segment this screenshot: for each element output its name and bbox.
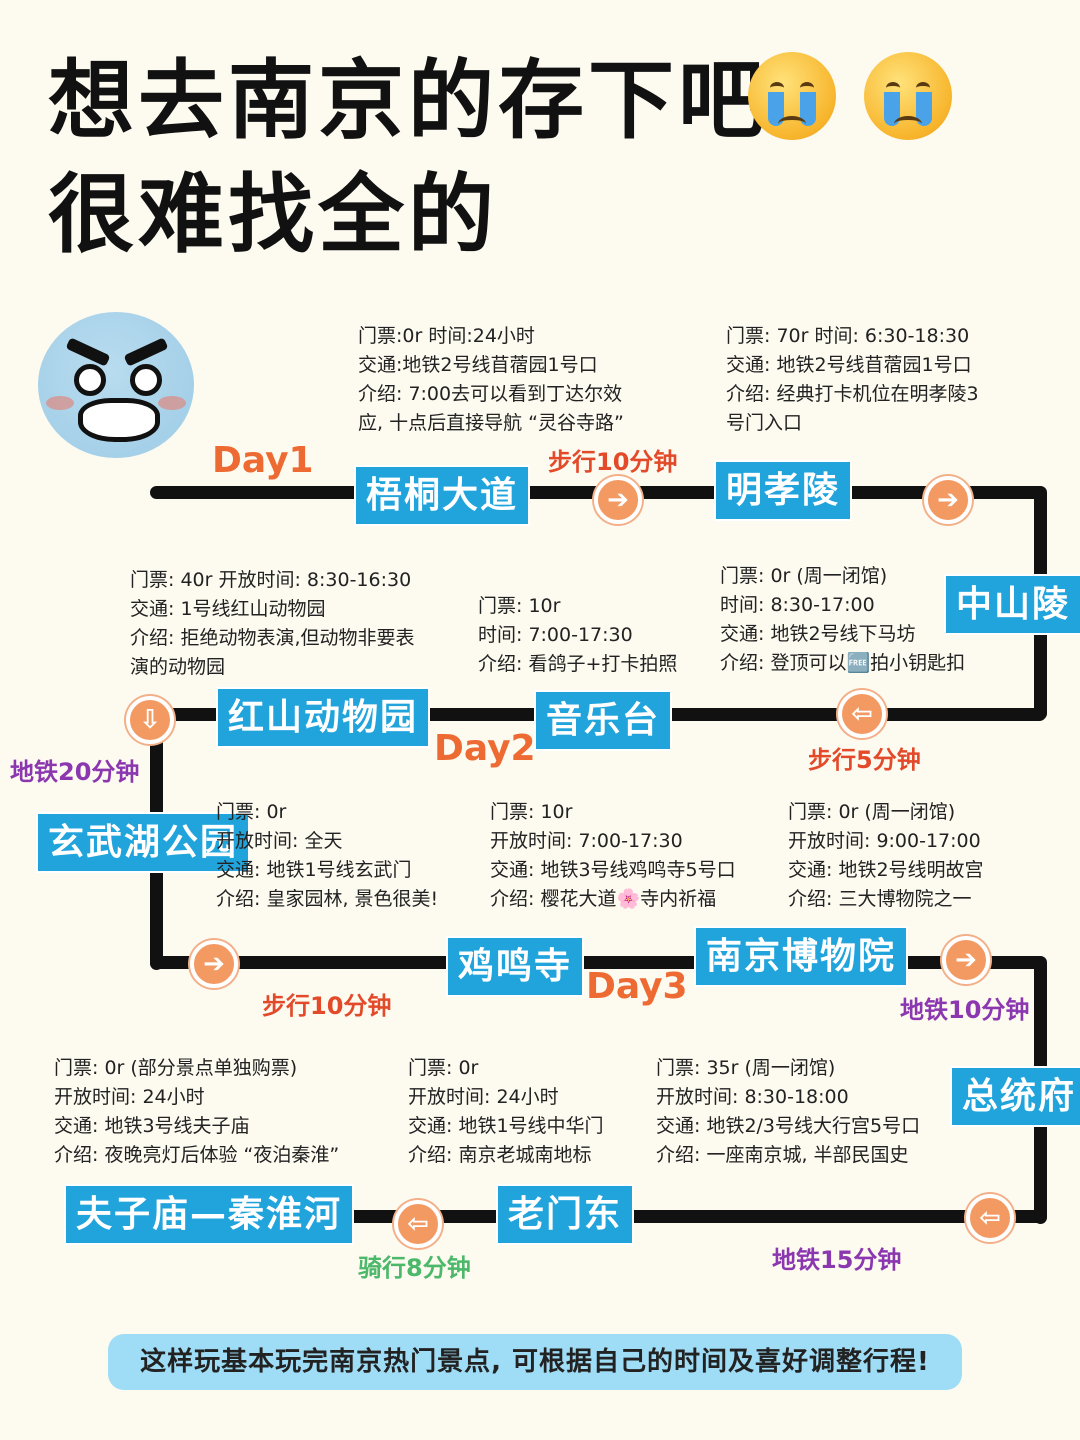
station-mingxiaoling: 明孝陵 bbox=[714, 460, 853, 521]
station-zhongshanling: 中山陵 bbox=[944, 574, 1080, 635]
info-xuanwuhu: 门票: 0r 开放时间: 全天 交通: 地铁1号线玄武门 介绍: 皇家园林, 景… bbox=[216, 798, 438, 914]
info-line: 应, 十点后直接导航 “灵谷寺路” bbox=[358, 412, 624, 434]
info-line: 开放时间: 24小时 bbox=[54, 1086, 205, 1108]
info-line: 演的动物园 bbox=[130, 656, 226, 678]
info-line: 门票: 0r bbox=[216, 801, 287, 823]
info-line: 交通: 地铁3号线鸡鸣寺5号口 bbox=[490, 859, 736, 881]
info-laomendong: 门票: 0r 开放时间: 24小时 交通: 地铁1号线中华门 介绍: 南京老城南… bbox=[408, 1054, 604, 1170]
info-jimingsi: 门票: 10r 开放时间: 7:00-17:30 交通: 地铁3号线鸡鸣寺5号口… bbox=[490, 798, 736, 914]
arrow-down-icon: ⇩ bbox=[126, 696, 174, 744]
day2-label: Day2 bbox=[434, 728, 536, 769]
info-line: 介绍: 看鸽子+打卡拍照 bbox=[478, 653, 678, 675]
info-line: 交通: 地铁2号线下马坊 bbox=[720, 623, 916, 645]
arrow-right-icon: ➔ bbox=[190, 940, 238, 988]
info-line: 开放时间: 8:30-18:00 bbox=[656, 1086, 849, 1108]
station-hongshan: 红山动物园 bbox=[216, 687, 431, 748]
info-line: 门票: 10r bbox=[478, 595, 561, 617]
info-line: 交通: 地铁2/3号线大行宫5号口 bbox=[656, 1115, 921, 1137]
station-museum: 南京博物院 bbox=[694, 926, 909, 987]
info-line: 交通: 1号线红山动物园 bbox=[130, 598, 326, 620]
crying-face-icon bbox=[864, 52, 952, 140]
info-fuzimiao: 门票: 0r (部分景点单独购票) 开放时间: 24小时 交通: 地铁3号线夫子… bbox=[54, 1054, 339, 1170]
route-line-bottom bbox=[300, 1210, 1046, 1223]
info-line: 介绍: 一座南京城, 半部民国史 bbox=[656, 1144, 909, 1166]
travel-ride-8min: 骑行8分钟 bbox=[358, 1254, 471, 1282]
station-xuanwuhu: 玄武湖公园 bbox=[36, 812, 251, 873]
info-mingxiaoling: 门票: 70r 时间: 6:30-18:30 交通: 地铁2号线苜蓿园1号口 介… bbox=[726, 322, 979, 438]
travel-metro-10min: 地铁10分钟 bbox=[900, 996, 1030, 1024]
travel-metro-20min: 地铁20分钟 bbox=[10, 758, 140, 786]
day3-label: Day3 bbox=[586, 966, 688, 1007]
info-zongtongfu: 门票: 35r (周一闭馆) 开放时间: 8:30-18:00 交通: 地铁2/… bbox=[656, 1054, 920, 1170]
info-line: 开放时间: 7:00-17:30 bbox=[490, 830, 683, 852]
station-jimingsi: 鸡鸣寺 bbox=[446, 936, 585, 997]
info-line: 介绍: 夜晚亮灯后体验 “夜泊秦淮” bbox=[54, 1144, 340, 1166]
info-line: 交通: 地铁2号线苜蓿园1号口 bbox=[726, 354, 972, 376]
info-line: 门票: 40r 开放时间: 8:30-16:30 bbox=[130, 569, 412, 591]
travel-metro-15min: 地铁15分钟 bbox=[772, 1246, 902, 1274]
info-line: 交通: 地铁1号线中华门 bbox=[408, 1115, 604, 1137]
info-line: 门票: 0r (周一闭馆) bbox=[720, 565, 888, 587]
info-yinyuetai: 门票: 10r 时间: 7:00-17:30 介绍: 看鸽子+打卡拍照 bbox=[478, 592, 677, 679]
info-line: 介绍: 南京老城南地标 bbox=[408, 1144, 592, 1166]
info-line: 介绍: 皇家园林, 景色很美! bbox=[216, 888, 439, 910]
info-line: 门票: 70r 时间: 6:30-18:30 bbox=[726, 325, 970, 347]
info-line: 门票: 0r (周一闭馆) bbox=[788, 801, 956, 823]
info-line: 号门入口 bbox=[726, 412, 803, 434]
info-line: 门票: 0r (部分景点单独购票) bbox=[54, 1057, 298, 1079]
arrow-right-icon: ➔ bbox=[942, 936, 990, 984]
station-laomendong: 老门东 bbox=[496, 1184, 635, 1245]
info-wutong: 门票:0r 时间:24小时 交通:地铁2号线苜蓿园1号口 介绍: 7:00去可以… bbox=[358, 322, 624, 438]
page-title-line-1: 想去南京的存下吧 bbox=[48, 51, 768, 151]
info-zhongshanling: 门票: 0r (周一闭馆) 时间: 8:30-17:00 交通: 地铁2号线下马… bbox=[720, 562, 965, 678]
page-title-line-2: 很难找全的 bbox=[48, 165, 498, 265]
angry-face-icon bbox=[38, 312, 194, 458]
station-zongtongfu: 总统府 bbox=[950, 1066, 1080, 1127]
info-line: 开放时间: 9:00-17:00 bbox=[788, 830, 981, 852]
arrow-left-icon: ⇦ bbox=[394, 1200, 442, 1248]
info-line: 交通: 地铁1号线玄武门 bbox=[216, 859, 412, 881]
info-line: 开放时间: 全天 bbox=[216, 830, 343, 852]
info-line: 门票: 0r bbox=[408, 1057, 479, 1079]
arrow-left-icon: ⇦ bbox=[966, 1194, 1014, 1242]
info-line: 开放时间: 24小时 bbox=[408, 1086, 559, 1108]
info-line: 交通: 地铁2号线明故宫 bbox=[788, 859, 984, 881]
footer-note: 这样玩基本玩完南京热门景点, 可根据自己的时间及喜好调整行程! bbox=[108, 1334, 962, 1390]
info-line: 门票: 35r (周一闭馆) bbox=[656, 1057, 836, 1079]
info-line: 介绍: 拒绝动物表演,但动物非要表 bbox=[130, 627, 415, 649]
info-line: 门票:0r 时间:24小时 bbox=[358, 325, 535, 347]
travel-walk-10min: 步行10分钟 bbox=[548, 448, 678, 476]
arrow-left-icon: ⇦ bbox=[838, 690, 886, 738]
info-line: 介绍: 樱花大道🌸寺内祈福 bbox=[490, 888, 717, 910]
info-line: 介绍: 三大博物院之一 bbox=[788, 888, 972, 910]
info-line: 交通:地铁2号线苜蓿园1号口 bbox=[358, 354, 598, 376]
info-line: 时间: 7:00-17:30 bbox=[478, 624, 633, 646]
info-museum: 门票: 0r (周一闭馆) 开放时间: 9:00-17:00 交通: 地铁2号线… bbox=[788, 798, 984, 914]
station-fuzimiao: 夫子庙—秦淮河 bbox=[64, 1184, 355, 1245]
info-line: 交通: 地铁3号线夫子庙 bbox=[54, 1115, 250, 1137]
crying-face-icon bbox=[748, 52, 836, 140]
day1-label: Day1 bbox=[212, 440, 314, 481]
station-wutong: 梧桐大道 bbox=[354, 465, 531, 526]
station-yinyuetai: 音乐台 bbox=[534, 690, 673, 751]
travel-walk-5min: 步行5分钟 bbox=[808, 746, 921, 774]
info-hongshan: 门票: 40r 开放时间: 8:30-16:30 交通: 1号线红山动物园 介绍… bbox=[130, 566, 414, 682]
info-line: 时间: 8:30-17:00 bbox=[720, 594, 875, 616]
info-line: 介绍: 登顶可以🆓拍小钥匙扣 bbox=[720, 652, 966, 674]
arrow-right-icon: ➔ bbox=[594, 476, 642, 524]
info-line: 介绍: 7:00去可以看到丁达尔效 bbox=[358, 383, 623, 405]
info-line: 门票: 10r bbox=[490, 801, 573, 823]
info-line: 介绍: 经典打卡机位在明孝陵3 bbox=[726, 383, 979, 405]
arrow-right-icon: ➔ bbox=[924, 476, 972, 524]
travel-walk-10min: 步行10分钟 bbox=[262, 992, 392, 1020]
